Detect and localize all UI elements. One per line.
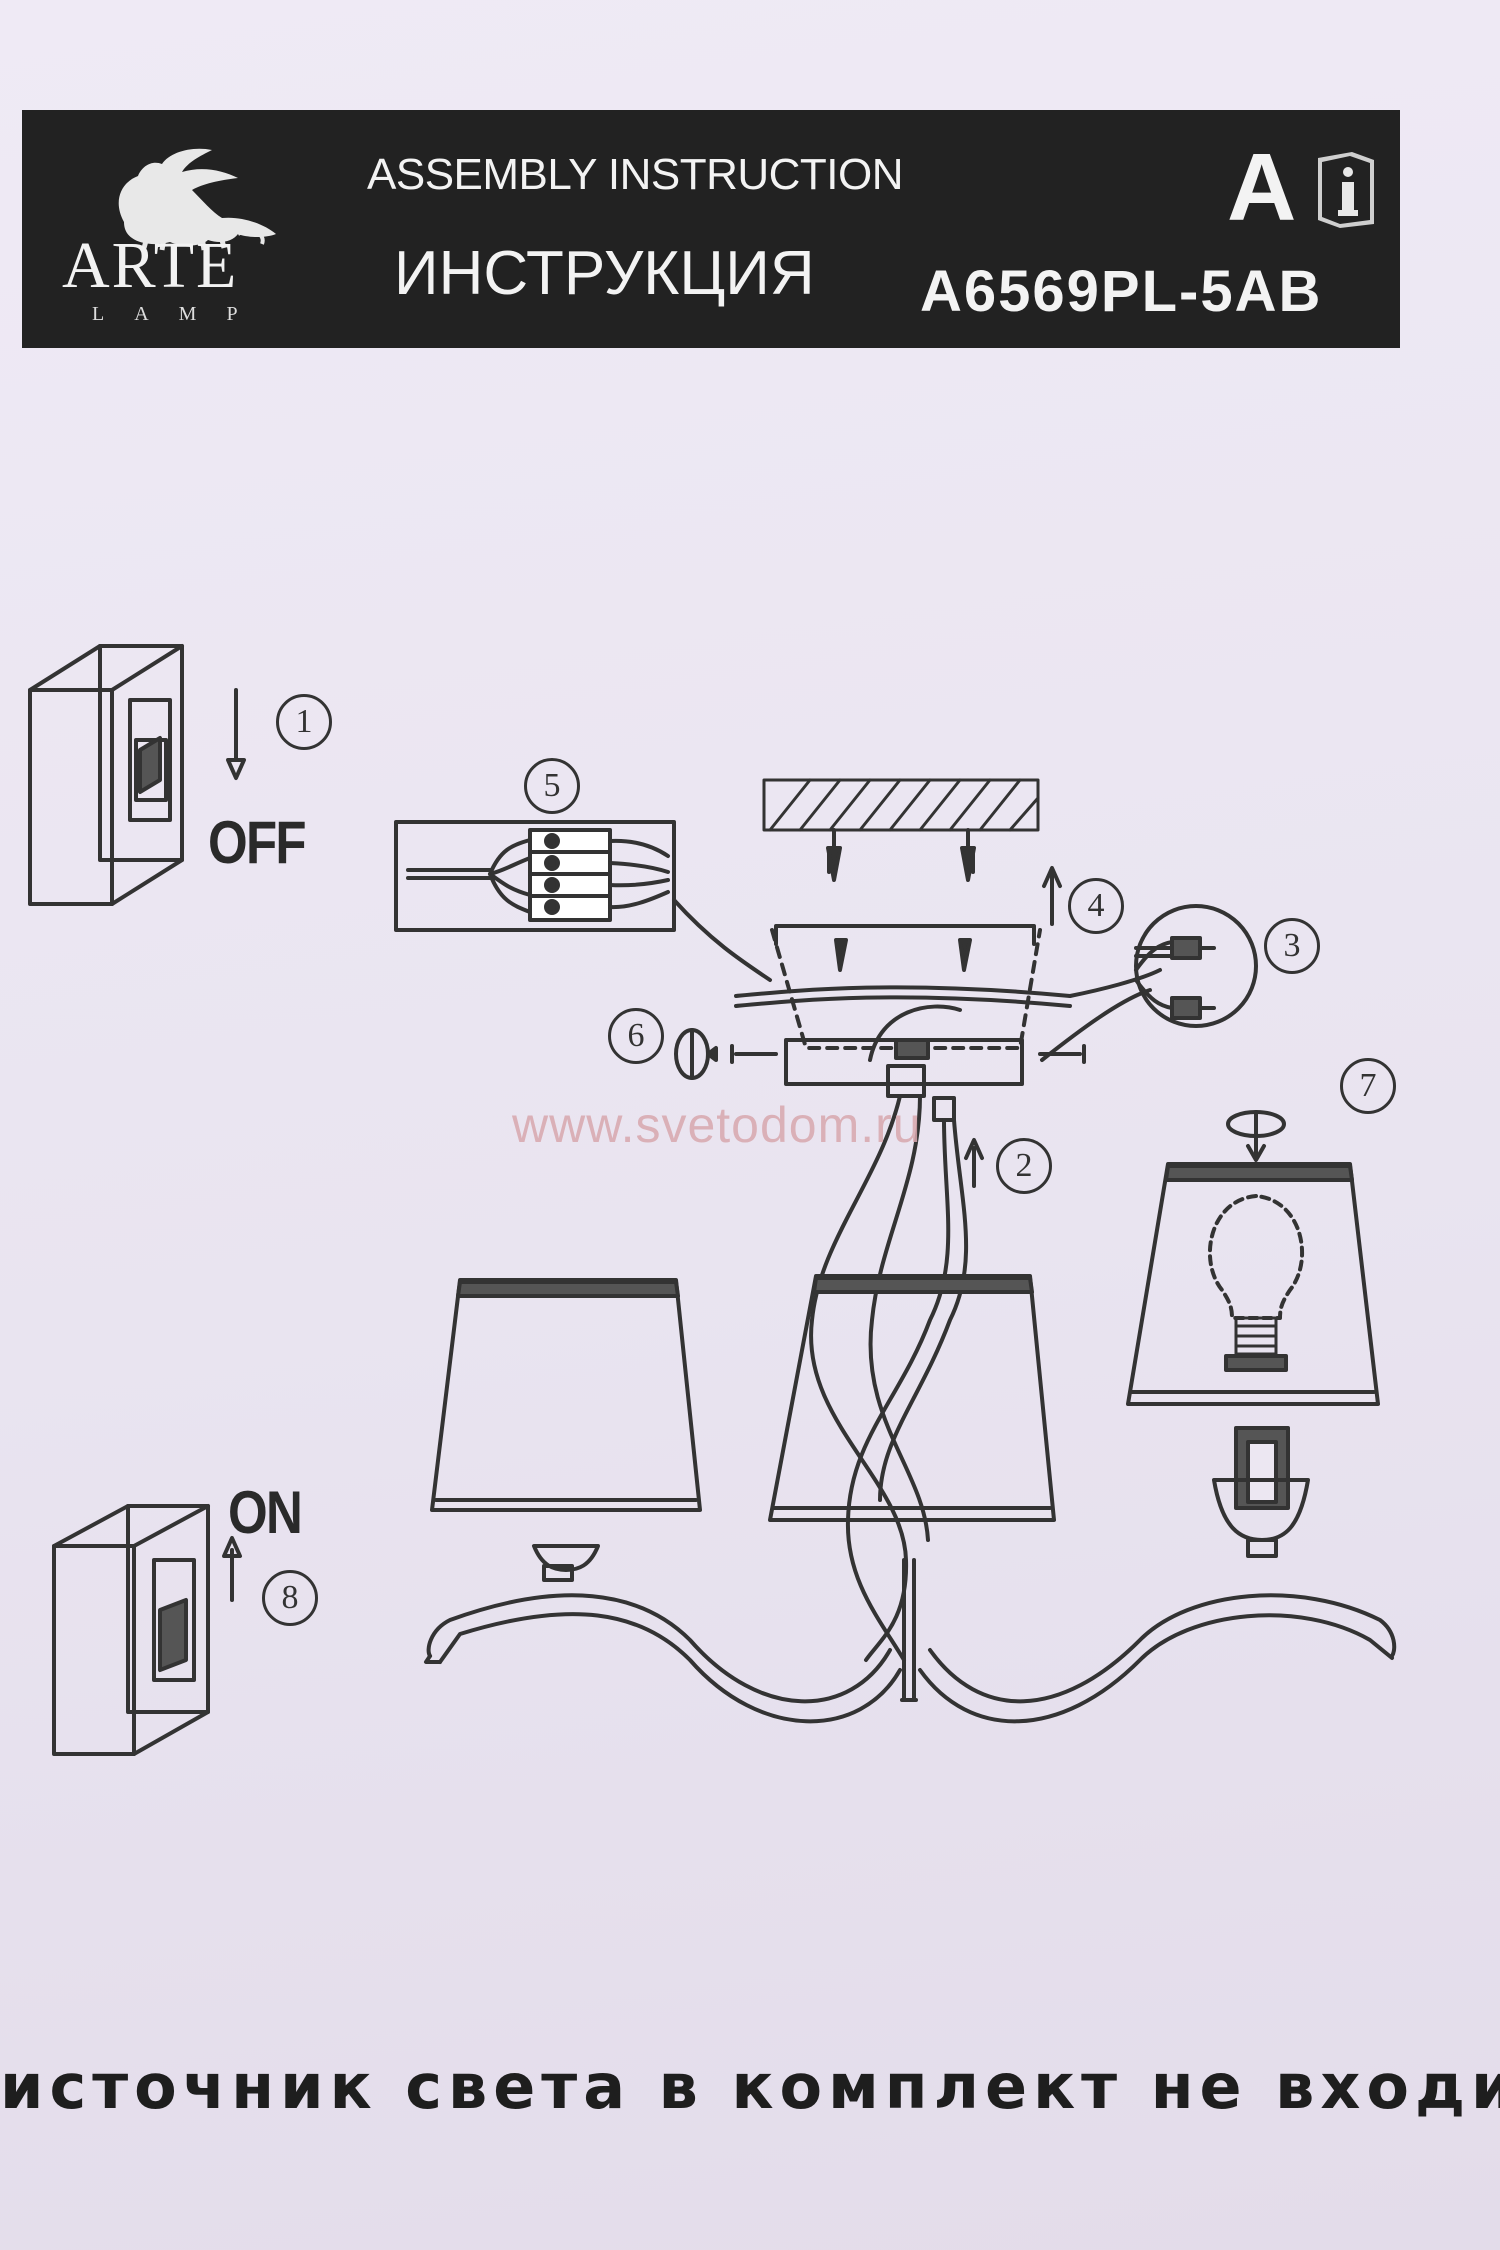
brand-name: ARTE [62, 229, 239, 302]
watermark-text: www.svetodom.ru [512, 1097, 922, 1153]
step-marker-3: 3 [1264, 918, 1320, 974]
switch-off-illustration [28, 644, 246, 906]
terminal-block-illustration [394, 820, 772, 982]
step-marker-5: 5 [524, 758, 580, 814]
left-shade-illustration [430, 1278, 702, 1582]
info-book-icon [1318, 152, 1374, 228]
lift-arrow-4 [1042, 866, 1062, 926]
right-shade-illustration [1126, 1110, 1380, 1406]
light-source-note: источник света в комплект не входит [0, 2050, 1500, 2123]
category-letter: A [1227, 134, 1297, 241]
header-band: ARTE LAMP ASSEMBLY INSTRUCTION ИНСТРУКЦИ… [22, 110, 1400, 348]
lift-arrow-2 [964, 1138, 984, 1188]
canopy-bracket-illustration [734, 924, 1162, 1086]
right-socket-illustration [1212, 1426, 1310, 1558]
center-shade-illustration [768, 1274, 1056, 1522]
side-screws-illustration [674, 1028, 1086, 1080]
off-label: OFF [208, 809, 307, 876]
switch-on-illustration [52, 1504, 242, 1756]
griffin-logo-icon [118, 148, 277, 251]
ceiling-illustration [762, 778, 1040, 882]
step-marker-8: 8 [262, 1570, 318, 1626]
title-russian: ИНСТРУКЦИЯ [394, 239, 815, 308]
brand-subtitle: LAMP [92, 303, 268, 325]
step-marker-2: 2 [996, 1138, 1052, 1194]
step-marker-6: 6 [608, 1008, 664, 1064]
wire-connector-detail [1134, 904, 1258, 1028]
step-marker-1: 1 [276, 694, 332, 750]
title-english: ASSEMBLY INSTRUCTION [367, 150, 904, 199]
step-marker-7: 7 [1340, 1058, 1396, 1114]
on-label: ON [228, 1479, 303, 1546]
bulb-outline-icon [1208, 1194, 1304, 1320]
model-number: A6569PL-5AB [920, 259, 1323, 324]
step-marker-4: 4 [1068, 878, 1124, 934]
lamp-arms-illustration [424, 1593, 1397, 1724]
center-stem-illustration [809, 1064, 969, 1702]
